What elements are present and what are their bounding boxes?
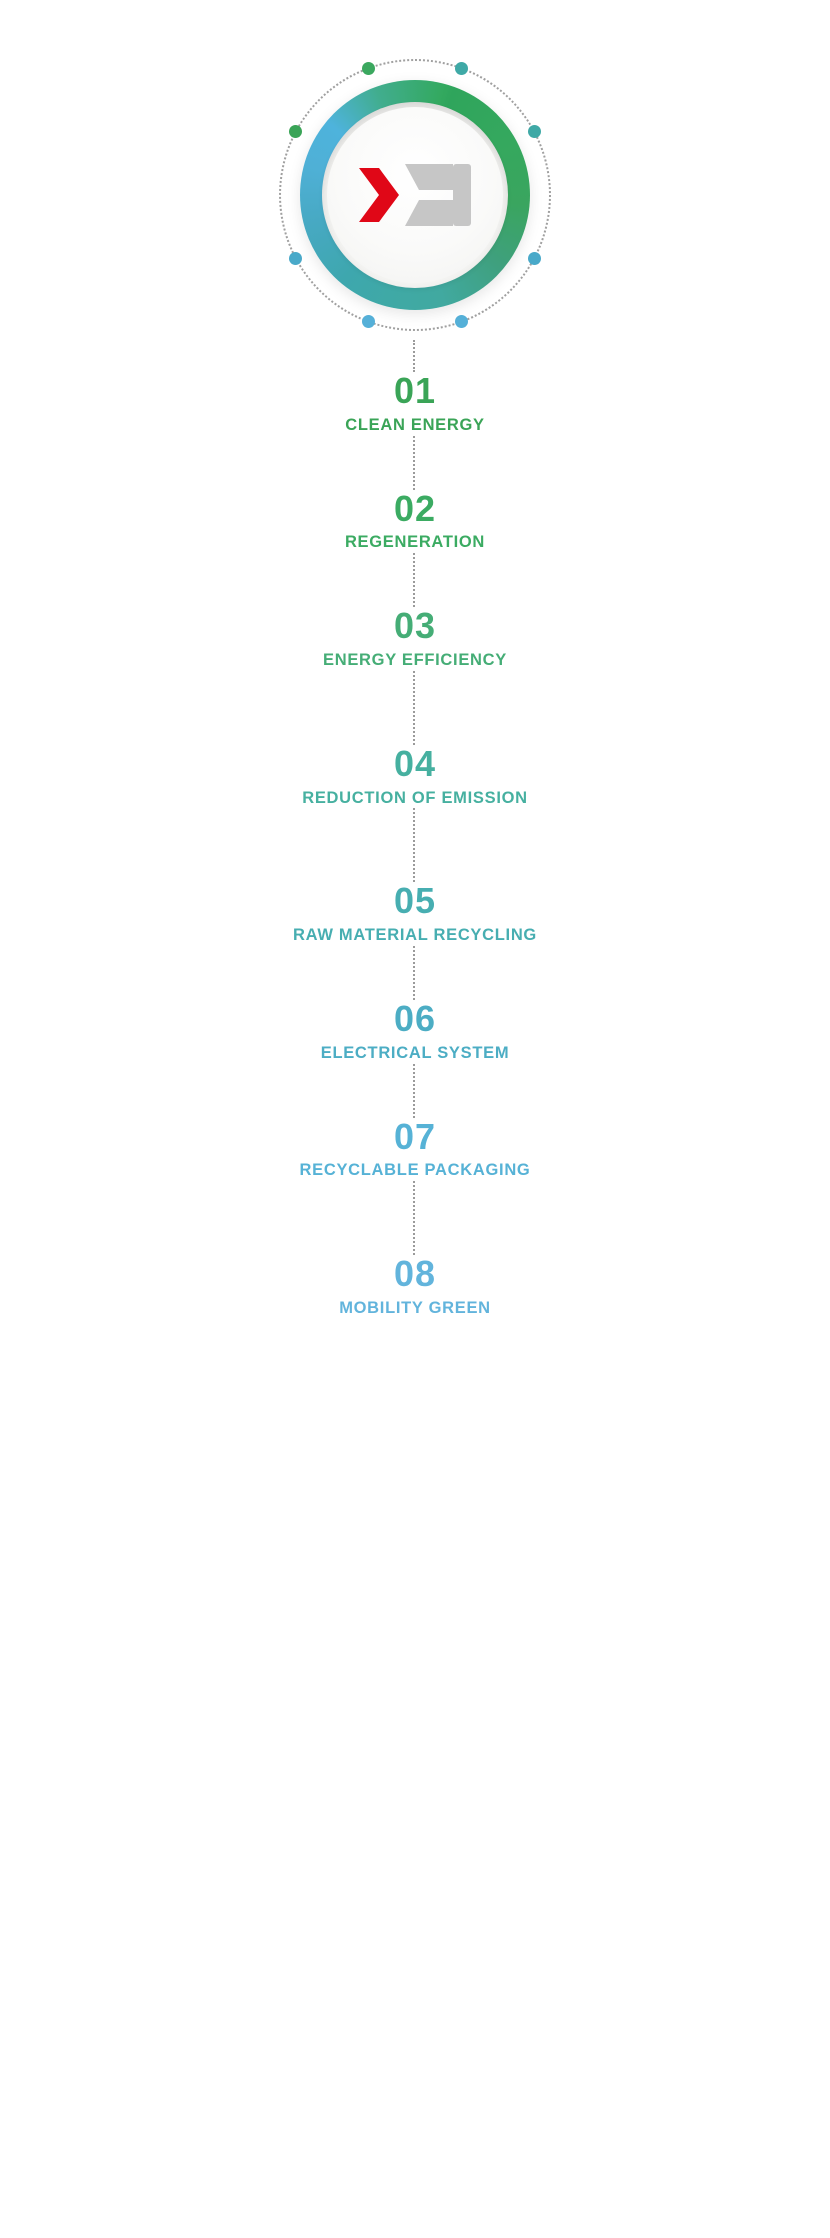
connector-line-7 (413, 1063, 417, 1118)
step-label-07: RECYCLABLE PACKAGING (299, 1161, 531, 1180)
step-label-08: MOBILITY GREEN (339, 1298, 491, 1317)
step-label-05: RAW MATERIAL RECYCLING (293, 926, 537, 945)
step-number-03: 03 (393, 605, 437, 647)
orbit-dotted-circle (279, 59, 551, 331)
step-number-06: 06 (393, 997, 437, 1039)
connector-line-2 (413, 435, 417, 490)
connector-line-1 (413, 340, 417, 372)
step-label-02: REGENERATION (344, 533, 486, 552)
logo-mark (357, 160, 477, 230)
orbit-dot-3 (454, 61, 468, 75)
step-label-03: ENERGY EFFICIENCY (323, 650, 507, 669)
logo-block (0, 50, 830, 340)
logo-inner-disc (327, 107, 503, 283)
orbit-dot-4 (527, 125, 541, 139)
step-label-04: REDUCTION OF EMISSION (302, 788, 528, 807)
orbit-dot-2 (362, 61, 376, 75)
orbit-dot-1 (289, 125, 303, 139)
connector-line-8 (413, 1181, 417, 1256)
connector-line-3 (413, 553, 417, 608)
brand-logo-icon (359, 164, 471, 226)
connector-line-6 (413, 945, 417, 1000)
step-number-05: 05 (393, 880, 437, 922)
connector-line-5 (413, 808, 417, 883)
connector-line-4 (413, 670, 417, 745)
step-number-01: 01 (393, 370, 437, 411)
step-number-04: 04 (393, 742, 437, 784)
orbit-dot-6 (454, 315, 468, 329)
orbit-dot-8 (289, 251, 303, 265)
step-number-07: 07 (393, 1115, 437, 1157)
orbit-dot-7 (362, 315, 376, 329)
step-label-06: ELECTRICAL SYSTEM (320, 1043, 510, 1062)
step-number-08: 08 (393, 1253, 437, 1295)
step-number-02: 02 (393, 487, 437, 529)
orbit-dot-5 (527, 251, 541, 265)
step-label-01: CLEAN ENERGY (345, 415, 485, 434)
